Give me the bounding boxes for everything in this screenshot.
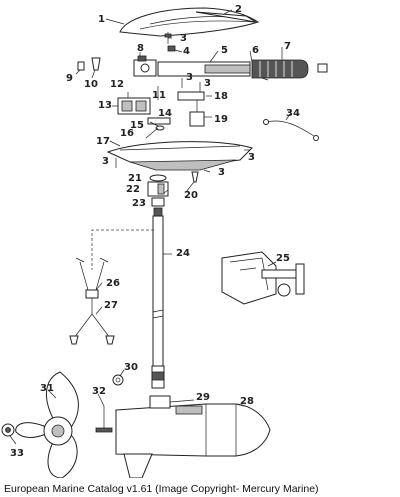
- prop-nut-33: [1, 423, 15, 437]
- callout-3-d: 3: [248, 152, 255, 163]
- screw-3-mid: [181, 78, 201, 92]
- callout-23: 23: [132, 198, 146, 209]
- callout-16: 16: [120, 128, 134, 139]
- shaft-collar: [151, 365, 165, 389]
- callout-1: 1: [98, 14, 105, 25]
- motor-head-base: [106, 141, 253, 171]
- callout-13: 13: [98, 100, 112, 111]
- callout-25: 25: [276, 253, 290, 264]
- callout-31: 31: [40, 383, 54, 394]
- cover-strip: [195, 11, 257, 23]
- bushing-23: [151, 197, 165, 217]
- tiller-grip: [251, 59, 309, 79]
- skeg: [123, 453, 153, 478]
- battery-lead-clips-27: [69, 298, 115, 345]
- callout-22: 22: [126, 184, 140, 195]
- washer-21: [149, 174, 167, 182]
- callout-14: 14: [158, 108, 172, 119]
- speed-control-switch: [133, 55, 157, 77]
- callout-9: 9: [66, 73, 73, 84]
- callout-19: 19: [214, 114, 228, 125]
- callout-29: 29: [196, 392, 210, 403]
- callout-24: 24: [176, 248, 190, 259]
- battery-lead-clips-26: [75, 257, 109, 299]
- callout-8: 8: [137, 43, 144, 54]
- callout-3: 3: [180, 33, 187, 44]
- callout-4: 4: [183, 46, 190, 57]
- callout-3-f: 3: [218, 167, 225, 178]
- callout-6: 6: [252, 45, 259, 56]
- exploded-parts-diagram: 1 2 3 4 5 6 7 8 9 10 3 11 3 12 13 14 18 …: [1, 4, 328, 478]
- callout-28: 28: [240, 396, 254, 407]
- screw-15: [149, 121, 159, 127]
- callout-labels: 1 2 3 4 5 6 7 8 9 10 3 11 3 12 13 14 18 …: [10, 4, 300, 459]
- callout-15: 15: [130, 120, 144, 131]
- washer-16: [155, 125, 165, 131]
- circuit-board-13: [117, 97, 151, 115]
- tiller-arm: [157, 61, 251, 77]
- screw-20: [191, 171, 199, 183]
- mount-bracket: [221, 251, 305, 305]
- callout-26: 26: [106, 278, 120, 289]
- callout-20: 20: [184, 190, 198, 201]
- callout-18: 18: [214, 91, 228, 102]
- callout-12: 12: [110, 79, 124, 90]
- collar-22: [147, 181, 169, 197]
- knob-10: [91, 57, 101, 71]
- coupler-19: [189, 100, 205, 127]
- knob-9: [77, 61, 85, 71]
- tiller-cap: [317, 63, 328, 73]
- callout-33: 33: [10, 448, 24, 459]
- bracket-14: [147, 117, 171, 125]
- wire-34: [263, 119, 319, 141]
- callout-34: 34: [286, 108, 300, 119]
- callout-3-e: 3: [102, 156, 109, 167]
- propeller: [15, 371, 79, 478]
- composite-shaft: [152, 215, 164, 367]
- motor-housing: [115, 403, 271, 457]
- callout-3-c: 3: [204, 78, 211, 89]
- screw-4: [167, 45, 176, 52]
- callout-11: 11: [152, 90, 166, 101]
- screws-3-base: [115, 149, 250, 173]
- callout-2: 2: [235, 4, 242, 15]
- anode-30: [112, 374, 124, 386]
- callout-5: 5: [221, 45, 228, 56]
- callout-30: 30: [124, 362, 138, 373]
- callout-7: 7: [284, 41, 291, 52]
- drive-pin-32: [95, 406, 113, 433]
- leader-lines: [9, 9, 291, 445]
- callout-21: 21: [128, 173, 142, 184]
- callout-27: 27: [104, 300, 118, 311]
- callout-32: 32: [92, 386, 106, 397]
- callout-17: 17: [96, 136, 110, 147]
- callout-10: 10: [84, 79, 98, 90]
- motor-collar-29: [149, 395, 171, 409]
- wiring-dash: [91, 229, 154, 270]
- spacer-18: [177, 91, 205, 101]
- callout-3-b: 3: [186, 72, 193, 83]
- image-caption: European Marine Catalog v1.61 (Image Cop…: [4, 483, 319, 495]
